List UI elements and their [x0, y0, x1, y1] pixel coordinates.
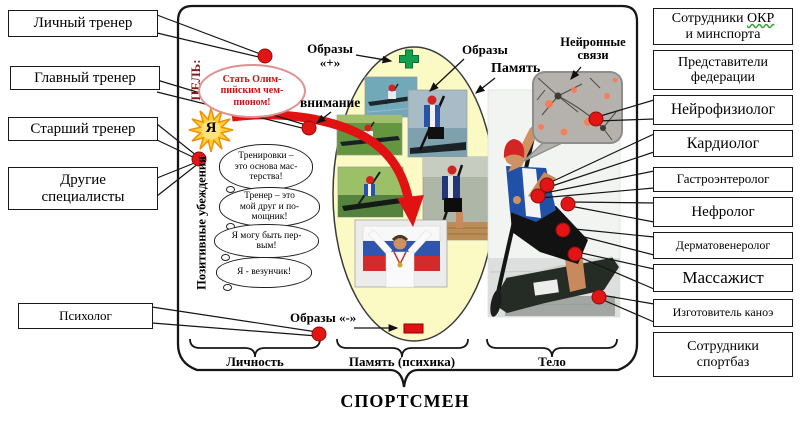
callout-dot-icon	[191, 48, 607, 342]
memory-label: Память	[491, 61, 541, 76]
memory-photo-canoe-field	[337, 166, 404, 218]
callout-box-cardiologist: Кардиолог	[653, 130, 793, 157]
callout-box-personal-coach: Личный тренер	[8, 10, 158, 37]
callout-box-neurophysiologist: Нейрофизиолог	[653, 95, 793, 125]
callout-lines	[151, 14, 655, 337]
callout-box-other-specialists: Другие специалисты	[8, 167, 158, 210]
section-label-memory-psyche: Память (психика)	[348, 354, 456, 369]
callout-box-massage-therapist: Массажист	[653, 264, 793, 292]
callout-label: Гастроэнтеролог	[676, 171, 770, 187]
belief-bubble: Тренировки – это основа мас- терства!	[219, 144, 313, 193]
callout-label: Другие специалисты	[41, 172, 125, 205]
goal-bubble-text: Стать Олим- пийским чем- пионом!	[220, 73, 284, 108]
callout-label: Нейрофизиолог	[670, 101, 775, 119]
callout-label: Изготовитель каноэ	[672, 305, 774, 320]
callout-label: Дерматовенеролог	[675, 237, 771, 252]
positive-beliefs-axis-label: Позитивные убеждения	[194, 156, 209, 290]
images-minus-label: Образы «-»	[290, 310, 357, 325]
callout-label: Нефролог	[691, 203, 755, 220]
callout-box-sportbase-staff: Сотрудники спортбаз	[653, 332, 793, 377]
callout-label: Старший тренер	[30, 120, 136, 137]
belief-text: Тренировки – это основа мас- терства!	[234, 151, 298, 183]
label-arrows	[315, 54, 582, 332]
okr-word: ОКР	[747, 11, 775, 27]
callout-label: Психолог	[59, 307, 112, 323]
callout-label: Массажист	[682, 267, 764, 287]
section-braces	[189, 338, 618, 358]
callout-label: Кардиолог	[686, 134, 760, 152]
minus-icon	[403, 323, 424, 334]
athlete-title: СПОРТСМЕН	[340, 391, 470, 411]
ministry-word: и минспорта	[685, 26, 761, 42]
callout-label: Представители федерации	[678, 54, 768, 85]
memory-photo-canoe-blue	[407, 89, 468, 158]
callout-label: Сотрудники спортбаз	[687, 339, 759, 370]
belief-text: Тренер – это мой друг и по- мощник!	[239, 191, 300, 223]
callout-box-nephrologist: Нефролог	[653, 197, 793, 227]
memory-photo-champion-flag	[354, 219, 448, 288]
goal-bubble: Стать Олим- пийским чем- пионом!	[198, 64, 306, 118]
callout-box-head-coach: Главный тренер	[10, 66, 160, 90]
belief-bubble: Я могу быть пер- вым!	[214, 224, 319, 261]
images-label: Образы	[462, 42, 508, 57]
callout-box-dermatovenerologist: Дерматовенеролог	[653, 232, 793, 259]
callout-box-gastroenterologist: Гастроэнтеролог	[653, 167, 793, 192]
belief-bubble: Тренер – это мой друг и по- мощник!	[219, 187, 320, 230]
callout-label: Главный тренер	[34, 69, 136, 86]
okr-ministry-word: Сотрудники	[671, 11, 744, 27]
callout-box-psychologist: Психолог	[18, 303, 153, 329]
neural-connections-label: Нейронные связи	[560, 35, 626, 63]
attention-label: внимание	[300, 95, 361, 110]
images-plus-label: Образы «+»	[307, 41, 353, 70]
callout-box-federation: Представители федерации	[653, 50, 793, 90]
plus-icon	[399, 49, 419, 69]
section-label-body: Тело	[538, 354, 566, 369]
self-label: Я	[205, 120, 217, 136]
callout-box-senior-coach: Старший тренер	[8, 117, 158, 141]
callout-label: Личный тренер	[33, 15, 133, 32]
belief-text: Я - везунчик!	[236, 267, 292, 278]
callout-box-canoe-maker: Изготовитель каноэ	[653, 299, 793, 327]
belief-text: Я могу быть пер- вым!	[231, 230, 302, 251]
athlete-container-outline	[176, 4, 639, 388]
section-label-personality: Личность	[226, 354, 284, 369]
belief-bubble: Я - везунчик!	[216, 257, 312, 291]
